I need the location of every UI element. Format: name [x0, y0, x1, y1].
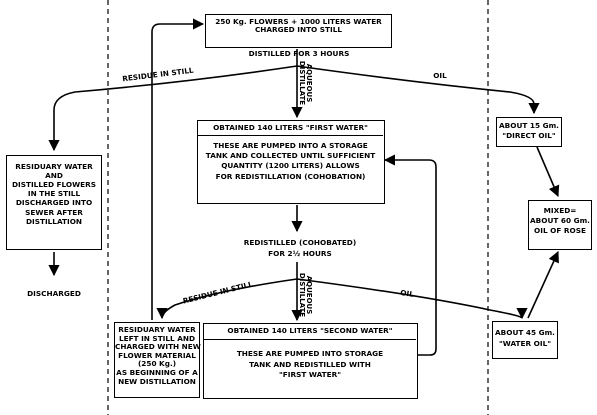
water-oil-line-2: "WATER OIL"	[498, 338, 552, 348]
water-oil-line-1: ABOUT 45 Gm.	[495, 328, 555, 337]
redistilled-line-1: REDISTILLED (COHOBATED)	[243, 238, 357, 247]
second-water-box: OBTAINED 140 LITERS "SECOND WATER" THESE…	[203, 323, 418, 399]
residuary-first-line-2: AND	[45, 171, 63, 181]
direct-to-mixed-arrow	[536, 146, 560, 198]
direct-oil-box: ABOUT 15 Gm. "DIRECT OIL"	[496, 117, 562, 147]
distillate-word-1: DISTILLATE	[297, 60, 306, 106]
residue-arrow-2	[156, 278, 298, 320]
residuary-second-line-1: RESIDUARY WATER	[118, 325, 196, 334]
second-water-body-line-1: THESE ARE PUMPED INTO STORAGE	[236, 349, 384, 358]
discharged-label: DISCHARGED	[27, 289, 81, 298]
first-water-body-line-1: THESE ARE PUMPED INTO A STORAGE	[213, 141, 368, 150]
residuary-second-line-2: LEFT IN STILL AND	[118, 333, 196, 343]
residuary-second-line-6: AS BEGINNING OF A	[116, 368, 198, 378]
second-water-divider	[204, 339, 416, 340]
water-oil-box: ABOUT 45 Gm. "WATER OIL"	[492, 321, 558, 359]
residuary-first-line-1: RESIDUARY WATER	[15, 162, 93, 171]
mixed-line-1: MIXED=	[543, 206, 577, 215]
first-water-title: OBTAINED 140 LITERS "FIRST WATER"	[213, 123, 368, 132]
water-to-mixed-arrow	[527, 250, 559, 319]
charge-box: 250 Kg. FLOWERS + 1000 LITERS WATER CHAR…	[205, 14, 392, 48]
redistilled-label: REDISTILLED (COHOBATED) FOR 2½ HOURS	[220, 238, 380, 259]
residuary-second-line-5: (250 Kg.)	[137, 359, 177, 369]
distillate-word-2: DISTILLATE	[297, 272, 306, 318]
oil-arrow-2	[296, 278, 528, 320]
direct-oil-line-1: ABOUT 15 Gm.	[499, 121, 559, 130]
residuary-first-line-7: DISTILLATION	[25, 216, 83, 226]
residuary-first-line-4: IN THE STILL	[27, 189, 81, 199]
second-water-title: OBTAINED 140 LITERS "SECOND WATER"	[227, 326, 393, 335]
charge-line-1: 250 Kg. FLOWERS + 1000 LITERS WATER	[215, 17, 382, 26]
residuary-second-line-7: NEW DISTILLATION	[118, 376, 196, 386]
mixed-line-3: OIL OF ROSE	[534, 225, 586, 235]
first-water-body-line-4: FOR REDISTILLATION (COHOBATION)	[215, 171, 366, 181]
residuary-second-line-3: CHARGED WITH NEW	[115, 342, 201, 352]
aqueous-distillate-label-1: AQUEOUS DISTILLATE	[294, 60, 313, 106]
first-water-divider	[198, 135, 383, 136]
aqueous-distillate-label-2: AQUEOUS DISTILLATE	[294, 272, 313, 318]
first-water-body-line-2: TANK AND COLLECTED UNTIL SUFFICIENT	[205, 151, 376, 161]
oil-arrow-1	[296, 65, 540, 115]
residuary-first-line-6: SEWER AFTER	[25, 207, 83, 217]
residuary-second-line-4: FLOWER MATERIAL	[118, 350, 196, 360]
residuary-first-box: RESIDUARY WATER AND DISTILLED FLOWERS IN…	[6, 155, 102, 250]
redistilled-line-2: FOR 2½ HOURS	[268, 248, 332, 258]
residuary-first-line-3: DISTILLED FLOWERS	[11, 180, 97, 190]
first-water-body: THESE ARE PUMPED INTO A STORAGE TANK AND…	[198, 141, 383, 182]
residuary-second-box: RESIDUARY WATER LEFT IN STILL AND CHARGE…	[114, 322, 201, 398]
second-water-body: THESE ARE PUMPED INTO STORAGE TANK AND R…	[204, 349, 416, 381]
first-water-box: OBTAINED 140 LITERS "FIRST WATER" THESE …	[197, 120, 385, 204]
mixed-oil-box: MIXED= ABOUT 60 Gm. OIL OF ROSE	[528, 200, 592, 250]
second-to-first-loop-arrow	[383, 154, 437, 356]
residuary-first-line-5: DISCHARGED INTO	[15, 198, 93, 208]
aqueous-word-2: AQUEOUS	[305, 275, 313, 315]
oil-label-1: OIL	[433, 71, 447, 80]
mixed-line-2: ABOUT 60 Gm.	[530, 215, 590, 225]
residue-arrow-1	[48, 65, 298, 152]
first-water-body-line-3: QUANTITY (1200 LITERS) ALLOWS	[221, 161, 360, 171]
charge-line-2: CHARGED INTO STILL	[254, 25, 343, 35]
aqueous-word-1: AQUEOUS	[305, 63, 313, 103]
direct-oil-line-2: "DIRECT OIL"	[502, 131, 556, 141]
second-water-body-line-3: "FIRST WATER"	[278, 370, 342, 380]
recycle-arrow	[151, 18, 205, 320]
distilled-3h-label: DISTILLED FOR 3 HOURS	[248, 49, 350, 58]
second-water-body-line-2: TANK AND REDISTILLED WITH	[249, 359, 371, 369]
